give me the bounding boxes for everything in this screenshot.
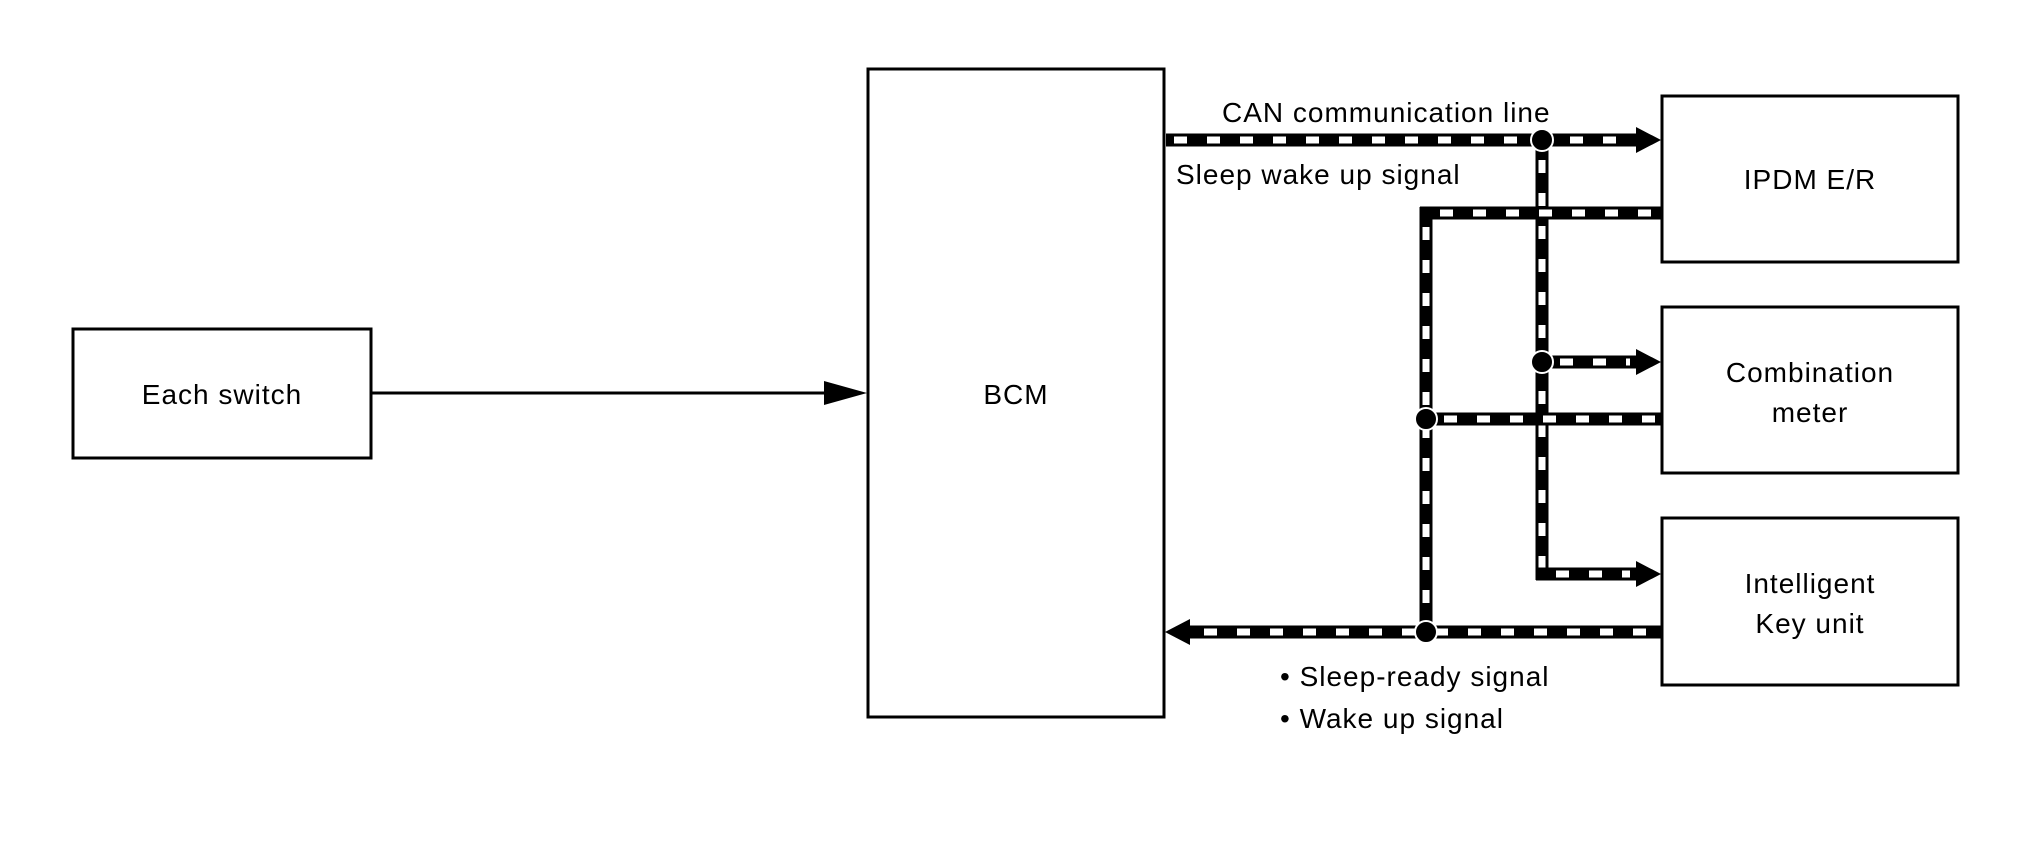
can-bus-network — [1165, 127, 1662, 645]
arrowhead-icon — [1636, 349, 1661, 375]
bus-to-intelligent-key-unit — [1536, 561, 1661, 587]
wake-up-label: • Wake up signal — [1280, 703, 1504, 734]
node-intelligent-key-unit: Intelligent Key unit — [1660, 516, 1960, 687]
node-label: Key unit — [1755, 608, 1864, 639]
arrowhead-icon — [824, 381, 867, 405]
arrowhead-icon — [1636, 561, 1661, 587]
connection-each-switch-to-bcm — [371, 381, 867, 405]
node-label: IPDM E/R — [1744, 164, 1876, 195]
junction-dot — [1530, 128, 1554, 152]
junction-dot — [1414, 620, 1438, 644]
node-ipdm-er: IPDM E/R — [1660, 94, 1960, 264]
node-bcm: BCM — [866, 67, 1166, 719]
can-line-label: CAN communication line — [1222, 97, 1551, 128]
bus-bcm-to-ipdm — [1166, 127, 1661, 153]
node-label: Intelligent — [1745, 568, 1876, 599]
node-label: Combination — [1726, 357, 1894, 388]
node-combination-meter: Combination meter — [1660, 305, 1960, 475]
node-each-switch: Each switch — [71, 327, 373, 460]
bus-to-combination-meter — [1542, 349, 1661, 375]
arrowhead-icon — [1636, 127, 1661, 153]
junction-dot — [1414, 407, 1438, 431]
sleep-ready-label: • Sleep-ready signal — [1280, 661, 1550, 692]
arrowhead-icon — [1165, 619, 1190, 645]
node-label: BCM — [983, 379, 1048, 410]
node-label: meter — [1772, 397, 1849, 428]
junction-dot — [1530, 350, 1554, 374]
sleep-wake-label: Sleep wake up signal — [1176, 159, 1461, 190]
node-label: Each switch — [142, 379, 302, 410]
bus-return-to-bcm — [1165, 619, 1662, 645]
